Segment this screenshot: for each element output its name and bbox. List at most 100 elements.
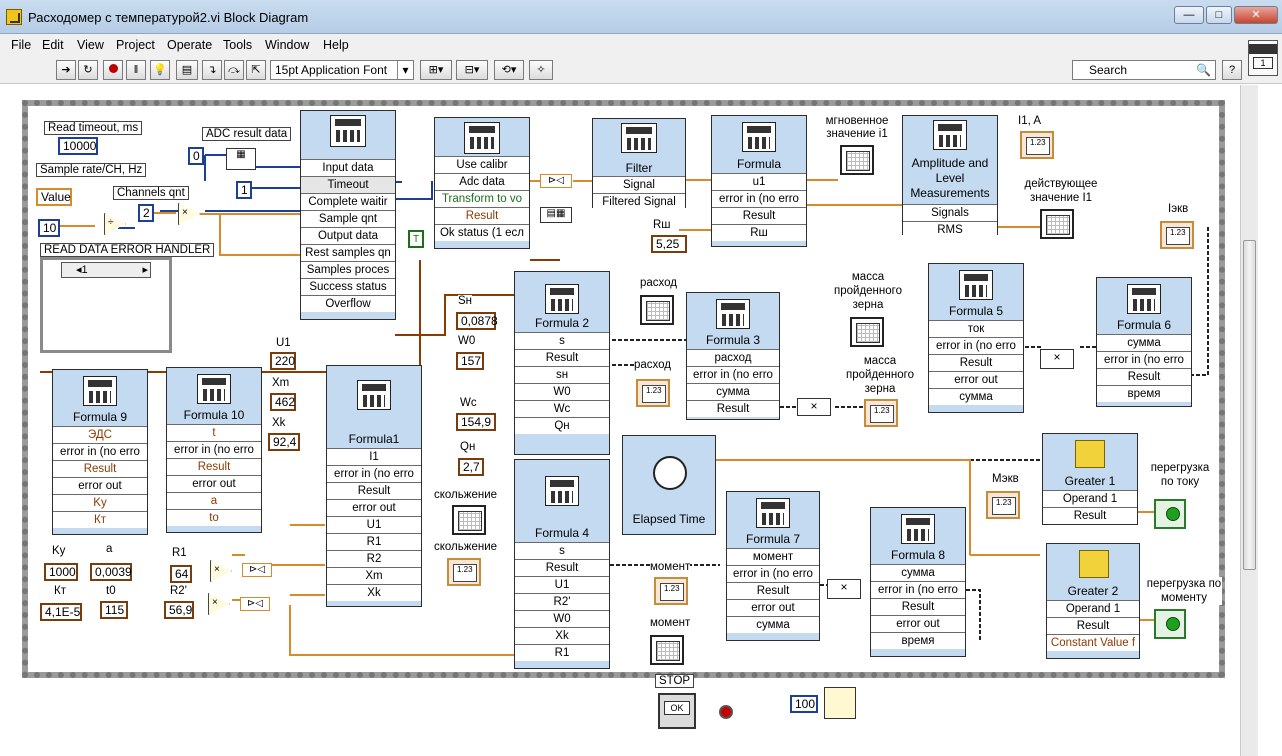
skol-indicator[interactable]: 1.23 xyxy=(447,558,481,586)
formula-8-vi[interactable]: Formula 8 сумма error in (no erro Result… xyxy=(870,507,966,657)
term-error-out[interactable]: error out xyxy=(53,477,147,494)
term-error-out[interactable]: error out xyxy=(727,599,819,616)
term-rms[interactable]: RMS xyxy=(903,221,997,238)
menu-view[interactable]: View xyxy=(77,38,104,52)
t0-value[interactable]: 115 xyxy=(100,601,128,619)
close-button[interactable]: ✕ xyxy=(1234,6,1278,24)
term-error-in[interactable]: error in (no erro xyxy=(712,190,806,207)
adc-const-1[interactable]: 1 xyxy=(236,181,252,199)
term-complete-waiting[interactable]: Complete waitir xyxy=(301,193,395,210)
formula-1-vi[interactable]: Formula1 I1 error in (no erro Result err… xyxy=(326,365,422,607)
term-rest-samples[interactable]: Rest samples qn xyxy=(301,244,395,261)
term-xk[interactable]: Xk xyxy=(515,627,609,644)
step-out-icon[interactable]: ⇱ xyxy=(246,60,266,80)
term-error-out[interactable]: error out xyxy=(871,615,965,632)
term-result[interactable]: Result xyxy=(687,400,779,417)
term-error-in[interactable]: error in (no erro xyxy=(929,337,1023,354)
sample-rate-value[interactable]: Value xyxy=(36,188,72,206)
adc-subvi-2[interactable]: Use calibr Adc data Transform to vo Resu… xyxy=(434,117,530,249)
xk-value[interactable]: 92,4 xyxy=(268,433,300,451)
term-error-in[interactable]: error in (no erro xyxy=(167,441,261,458)
vi-icon[interactable]: 1 xyxy=(1248,40,1278,76)
vertical-scrollbar[interactable] xyxy=(1240,85,1258,756)
i1-instant-graph[interactable] xyxy=(840,145,874,175)
term-error-out[interactable]: error out xyxy=(327,499,421,516)
term-error-in[interactable]: error in (no erro xyxy=(687,366,779,383)
term-vremya[interactable]: время xyxy=(1097,385,1191,402)
ky-value[interactable]: 1000 xyxy=(44,563,78,581)
term-result[interactable]: Result xyxy=(327,482,421,499)
run-continuously-icon[interactable]: ↻ xyxy=(78,60,98,80)
term-result[interactable]: Result xyxy=(712,207,806,224)
term-rsh[interactable]: Rш xyxy=(712,224,806,241)
cleanup-diagram-icon[interactable]: ✧ xyxy=(529,60,553,80)
term-xk[interactable]: Xk xyxy=(327,584,421,601)
highlight-execution-icon[interactable]: 💡 xyxy=(150,60,170,80)
massa-graph[interactable] xyxy=(850,317,884,347)
term-adc-data[interactable]: Adc data xyxy=(435,173,529,190)
rashod-indicator[interactable]: 1.23 xyxy=(636,379,670,407)
pause-icon[interactable]: ‖ xyxy=(126,60,146,80)
term-r1[interactable]: R1 xyxy=(515,644,609,661)
minimize-button[interactable]: — xyxy=(1174,6,1204,24)
formula-10-vi[interactable]: Formula 10 t error in (no erro Result er… xyxy=(166,367,262,533)
rsh-value[interactable]: 5,25 xyxy=(651,235,687,253)
font-dropdown[interactable]: 15pt Application Font▾ xyxy=(270,60,414,80)
case-selector[interactable]: ◂1▸ xyxy=(61,262,151,278)
filter-express-vi[interactable]: Filter Signal Filtered Signal xyxy=(592,118,686,210)
term-ky[interactable]: Ky xyxy=(53,494,147,511)
r2p-value[interactable]: 56,9 xyxy=(164,601,194,619)
term-rashod[interactable]: расход xyxy=(687,349,779,366)
qn-value[interactable]: 2,7 xyxy=(458,458,484,476)
term-w0[interactable]: W0 xyxy=(515,383,609,400)
term-overflow[interactable]: Overflow xyxy=(301,295,395,312)
term-w0[interactable]: W0 xyxy=(515,610,609,627)
formula-5-vi[interactable]: Formula 5 ток error in (no erro Result e… xyxy=(928,263,1024,413)
sample-const-10[interactable]: 10 xyxy=(38,219,60,237)
run-arrow-icon[interactable]: ➔ xyxy=(56,60,76,80)
skol-graph[interactable] xyxy=(452,505,486,535)
term-output-data[interactable]: Output data xyxy=(301,227,395,244)
amplitude-level-vi[interactable]: Amplitude and Level Measurements Signals… xyxy=(902,115,998,238)
adc-const-0[interactable]: 0 xyxy=(188,147,204,165)
term-to[interactable]: to xyxy=(167,509,261,526)
term-kt[interactable]: Кт xyxy=(53,511,147,528)
greater-2-vi[interactable]: Greater 2 Operand 1 Result Constant Valu… xyxy=(1046,543,1140,659)
overload-mom-led[interactable] xyxy=(1154,609,1186,639)
menu-tools[interactable]: Tools xyxy=(223,38,253,52)
term-result[interactable]: Result xyxy=(515,349,609,366)
menu-project[interactable]: Project xyxy=(116,38,155,52)
term-operand-1[interactable]: Operand 1 xyxy=(1047,600,1139,617)
term-error-in[interactable]: error in (no erro xyxy=(1097,351,1191,368)
overload-tok-led[interactable] xyxy=(1154,499,1186,529)
sn-value[interactable]: 0,0878 xyxy=(456,312,498,330)
term-summa[interactable]: сумма xyxy=(687,383,779,400)
xm-value[interactable]: 462 xyxy=(270,393,296,411)
term-success-status[interactable]: Success status xyxy=(301,278,395,295)
formula-3-vi[interactable]: Formula 3 расход error in (no erro сумма… xyxy=(686,292,780,420)
term-error-out[interactable]: error out xyxy=(167,475,261,492)
menu-edit[interactable]: Edit xyxy=(42,38,64,52)
term-summa[interactable]: сумма xyxy=(727,616,819,633)
menu-help[interactable]: Help xyxy=(323,38,349,52)
block-diagram-canvas[interactable]: Read timeout, ms 10000 ADC result data 0… xyxy=(0,85,1240,756)
formula-6-vi[interactable]: Formula 6 сумма error in (no erro Result… xyxy=(1096,277,1192,407)
term-t[interactable]: t xyxy=(167,424,261,441)
term-r2[interactable]: R2 xyxy=(327,550,421,567)
menu-operate[interactable]: Operate xyxy=(167,38,213,52)
term-result[interactable]: Result xyxy=(727,582,819,599)
term-samples-processed[interactable]: Samples proces xyxy=(301,261,395,278)
term-a[interactable]: a xyxy=(167,492,261,509)
term-error-in[interactable]: error in (no erro xyxy=(871,581,965,598)
read-timeout-const[interactable]: 10000 xyxy=(58,137,98,155)
mekv-indicator[interactable]: 1.23 xyxy=(986,491,1020,519)
term-u1[interactable]: U1 xyxy=(515,576,609,593)
term-operand-1[interactable]: Operand 1 xyxy=(1043,490,1137,507)
term-timeout[interactable]: Timeout xyxy=(301,176,395,193)
moment-indicator[interactable]: 1.23 xyxy=(654,577,688,605)
term-qn[interactable]: Qн xyxy=(515,417,609,434)
menu-window[interactable]: Window xyxy=(265,38,310,52)
term-result[interactable]: Result xyxy=(53,460,147,477)
term-moment[interactable]: момент xyxy=(727,548,819,565)
term-result[interactable]: Result xyxy=(435,207,529,224)
